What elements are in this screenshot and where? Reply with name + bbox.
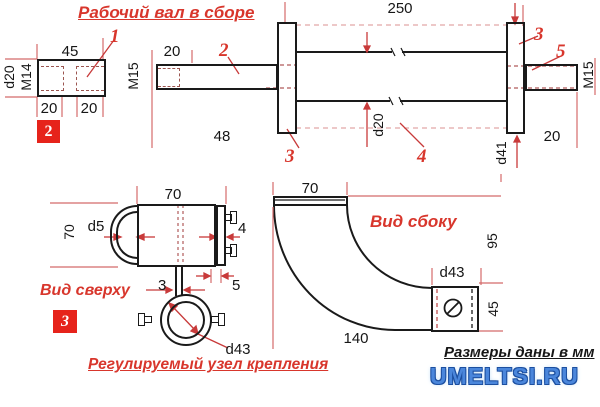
plate-bolt-bottom-shaft: [225, 247, 232, 254]
dim-48: 48: [213, 128, 231, 145]
roller-tube-lines: [296, 51, 507, 102]
drive-shaft-thread: [158, 68, 180, 87]
dim-d5: d5: [87, 218, 105, 235]
top-view-hidden-centerlines: [177, 205, 184, 267]
coupler-body: [37, 59, 106, 97]
dim-4-plate: 4: [238, 220, 247, 237]
step-badge-3: 3: [53, 310, 77, 333]
dim-d41-label: d41: [493, 141, 509, 165]
clamp-stem: [175, 266, 183, 296]
roller-hidden-outline: [296, 24, 507, 129]
callout-3-left: 3: [285, 146, 295, 167]
umeltsi-logo[interactable]: UMELTSI.RU: [430, 363, 579, 389]
dim-m15-left-label: M15: [125, 62, 141, 90]
dim-70-side: 70: [301, 180, 319, 197]
dim-d20-body-label: d20: [370, 113, 386, 137]
dim-250: 250: [387, 0, 413, 17]
ring-bolt-right-head: [218, 313, 225, 326]
callout-5: 5: [556, 41, 566, 62]
clamp-caption: Регулируемый узел крепления: [88, 356, 329, 373]
coupler-thread-m15: [76, 66, 104, 91]
top-view-dimensions: [50, 186, 227, 283]
callout-3-right: 3: [534, 24, 544, 45]
clamp-body: [137, 204, 216, 267]
dim-140: 140: [343, 330, 369, 347]
dim-d43-boss: d43: [439, 264, 465, 281]
dim-70-left: 70: [61, 224, 77, 240]
side-boss: [431, 286, 479, 332]
callout-1: 1: [110, 26, 120, 47]
dim-70-top: 70: [164, 186, 182, 203]
side-view-bracket: [273, 199, 473, 331]
dim-m14-label: M14: [18, 63, 34, 91]
callout-2: 2: [219, 40, 229, 61]
dim-20-tip: 20: [543, 128, 561, 145]
dim-20-right: 20: [80, 100, 98, 117]
assembly-extension-lines: [5, 2, 596, 148]
shaft-tip: [525, 64, 578, 91]
flange-right: [506, 22, 525, 134]
units-note: Размеры даны в мм: [444, 344, 595, 361]
break-marks: [388, 47, 406, 106]
ring-bolt-left-shaft: [144, 316, 152, 323]
dim-45: 45: [61, 43, 79, 60]
hidden-shaft-lines: [266, 64, 575, 89]
side-view-label: Вид сбоку: [370, 212, 457, 231]
plate-bolt-bottom-head: [230, 244, 237, 257]
clamp-ring-inner: [167, 301, 205, 339]
flange-left: [277, 22, 297, 134]
dim-45-boss: 45: [485, 301, 501, 317]
side-view-dimensions: [272, 174, 503, 349]
dim-d43-clamp: d43: [225, 341, 251, 358]
callout-4: 4: [417, 146, 427, 167]
dim-5-bolt: 5: [232, 277, 241, 294]
coupler-thread-m14: [41, 66, 64, 91]
top-view-label: Вид сверху: [40, 282, 130, 299]
dim-m15-right-label: M15: [580, 61, 596, 89]
dim-20-shaft: 20: [163, 43, 181, 60]
dim-20-left: 20: [40, 100, 58, 117]
drawing-title: Рабочий вал в сборе: [78, 3, 255, 22]
dim-3-stem: 3: [158, 277, 167, 294]
side-top-bar: [273, 196, 348, 206]
step-badge-2: 2: [37, 120, 60, 143]
dim-95: 95: [484, 233, 500, 249]
dim-d20-label: d20: [1, 65, 17, 89]
clamp-plate: [216, 205, 226, 266]
plate-bolt-top-shaft: [225, 214, 232, 221]
plate-bolt-top-head: [230, 211, 237, 224]
